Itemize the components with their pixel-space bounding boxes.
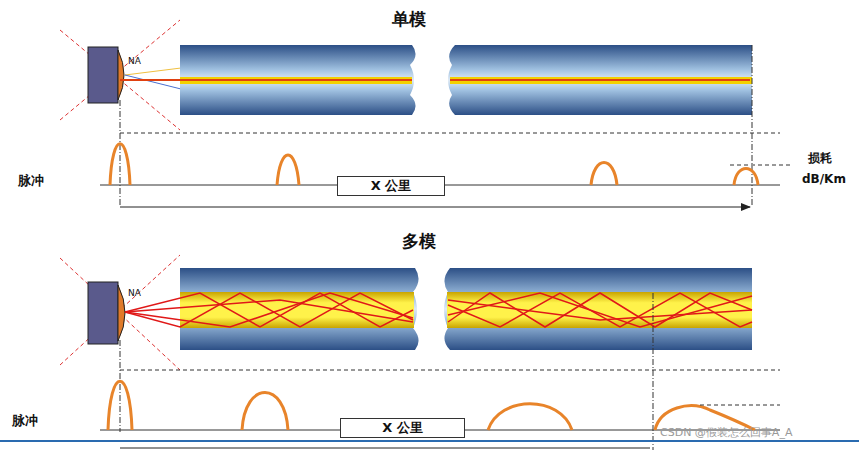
section-title: 多模 [402,230,436,253]
unit-label: dB/Km [802,172,846,186]
watermark: CSDN @假装怎么回事A_A [660,425,792,440]
distance-box: X 公里 [340,418,465,438]
na-label: NA [128,288,141,298]
section-title: 单模 [392,8,426,31]
pulse-label: 脉冲 [12,412,38,430]
pulse-label: 脉冲 [18,172,44,190]
na-label: NA [128,56,141,66]
distance-box: X 公里 [337,176,445,196]
distance-text: X 公里 [382,419,423,437]
distance-text: X 公里 [371,177,412,195]
loss-label: 损耗 [808,150,832,167]
